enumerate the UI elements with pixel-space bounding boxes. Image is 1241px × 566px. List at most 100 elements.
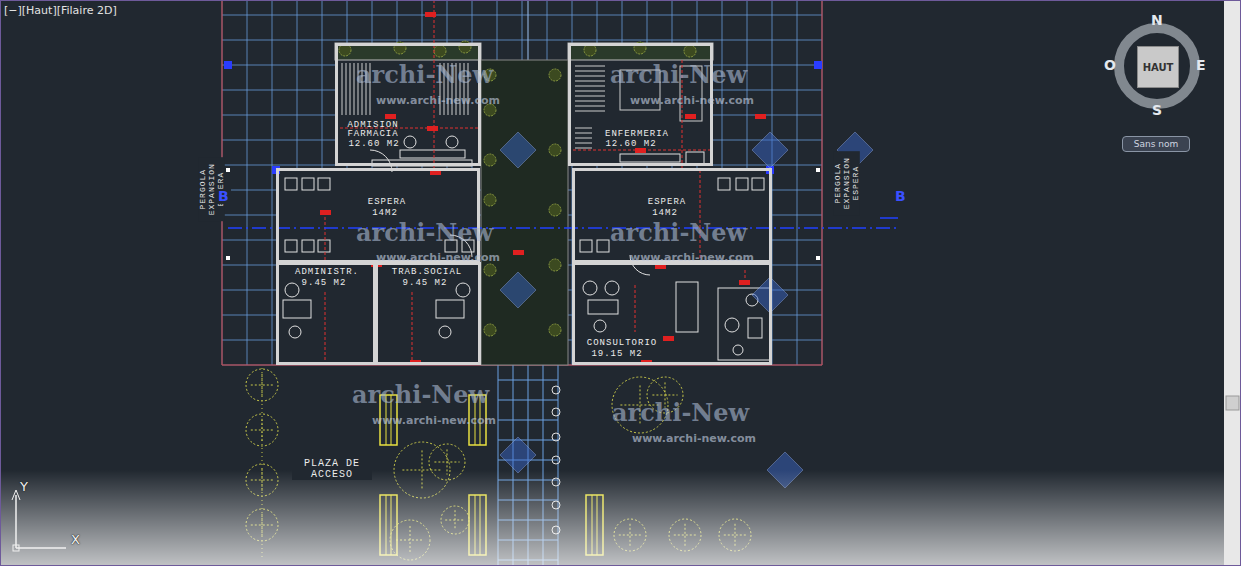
compass-letter: S <box>1152 103 1162 118</box>
bollard <box>552 408 560 416</box>
dimension-marker <box>739 280 750 285</box>
plan-rect <box>285 178 297 190</box>
label-slot: PERGOLA EXPANSION ESPERA <box>834 151 860 215</box>
room-name: TRAB.SOCIAL <box>382 268 472 277</box>
hatch-line <box>575 101 605 102</box>
walkway-line <box>498 380 558 381</box>
hatch-line <box>575 76 605 77</box>
ucs-axis <box>15 495 17 548</box>
viewcube-label: HAUT <box>1143 62 1174 73</box>
room-area: 12.60 M2 <box>601 140 661 149</box>
scrollbar <box>1224 0 1241 566</box>
room-floor <box>375 262 481 365</box>
walkway-line <box>498 440 558 441</box>
plan-rect <box>400 150 465 158</box>
shrub <box>434 45 446 57</box>
watermark-logo <box>500 132 536 168</box>
text-slot: ADMISION FARMACIA <box>340 121 406 139</box>
room-area: 14M2 <box>363 209 407 218</box>
plan-rect <box>748 318 762 338</box>
section-line <box>880 217 898 219</box>
watermark: archi-New <box>612 400 749 426</box>
plan-rect <box>718 178 730 190</box>
shrub <box>684 45 696 57</box>
text-slot: ESPERA <box>635 198 699 207</box>
text-slot: HAUT <box>1143 62 1174 73</box>
grid-line <box>247 0 248 365</box>
label-slot: archi-New <box>612 400 749 426</box>
section-line <box>228 227 898 229</box>
ucs-axis-label: X <box>71 533 80 547</box>
plan-circle <box>404 136 416 148</box>
plan-rect <box>436 300 464 318</box>
plan-circle <box>594 320 606 332</box>
text-slot: 19.15 M2 <box>585 350 649 359</box>
plan-circle <box>439 326 451 338</box>
scroll-thumb <box>1226 396 1239 410</box>
watermark: archi-New <box>356 62 493 88</box>
room-floors <box>276 43 772 365</box>
room-outline: ESPERA 14M2 <box>572 168 772 263</box>
shrub <box>484 324 496 336</box>
tree-branch <box>262 419 263 441</box>
dimension-marks <box>320 0 766 365</box>
shrub <box>484 154 496 166</box>
text-slot: ENFERMERIA <box>597 130 677 139</box>
room-name: ESPERA <box>355 198 419 207</box>
hatch-line <box>354 63 355 115</box>
dimension-line <box>325 292 326 360</box>
dimension-marker <box>320 210 331 215</box>
room-floor <box>276 262 376 365</box>
plan-circle <box>605 281 619 295</box>
label-slot: archi-New <box>356 220 493 246</box>
room-outline: ESPERA 14M2 <box>276 168 480 263</box>
grid-line <box>822 0 823 365</box>
ucs-axis-label: Y <box>20 480 28 494</box>
plan-rect <box>620 154 680 162</box>
hatch-line <box>575 96 605 97</box>
plan-circle <box>733 345 743 355</box>
label-slot: N <box>1151 13 1163 28</box>
area-name: PLAZA DE ACCESO <box>292 458 372 480</box>
grid-line <box>222 15 822 16</box>
viewport-controls: [−][Haut][Filaire 2D] <box>4 5 117 17</box>
plan-rect <box>318 240 330 252</box>
room-floor <box>572 262 772 365</box>
label-slot: archi-New <box>352 382 489 408</box>
plan-circle <box>456 283 470 297</box>
compass-letter: N <box>1151 13 1163 28</box>
label-slot: archi-New <box>610 62 747 88</box>
shrub <box>549 69 561 81</box>
room-outline: TRAB.SOCIAL 9.45 M2 <box>375 262 481 365</box>
text-slot: 14M2 <box>643 209 687 218</box>
label-slot: www.archi-new.com <box>630 252 754 264</box>
dimension-marker <box>755 114 766 119</box>
text-slot: 9.45 M2 <box>394 279 456 288</box>
room-area: 12.60 M2 <box>342 140 406 149</box>
section-line <box>224 61 898 260</box>
compass-letter: O <box>1104 58 1116 73</box>
view-dropdown: Sans nom <box>1122 136 1190 152</box>
limit-line <box>822 0 823 365</box>
plan-rect <box>302 240 314 252</box>
label-slot: B <box>216 189 231 204</box>
label-slot: archi-New <box>356 62 493 88</box>
label-slot: PLAZA DE ACCESO <box>292 458 372 480</box>
room-area: 19.15 M2 <box>585 350 649 359</box>
shrub <box>549 259 561 271</box>
watermark-url: www.archi-new.com <box>632 433 756 445</box>
dimension-marker <box>425 12 436 17</box>
grip-point <box>816 168 820 172</box>
watermark: archi-New <box>352 382 489 408</box>
plan-rect <box>285 240 297 252</box>
viewcube-face: HAUT <box>1137 46 1179 88</box>
room-name: CONSULTORIO <box>578 339 666 348</box>
plan-circle <box>289 326 301 338</box>
watermark: archi-New <box>610 62 747 88</box>
hatch-line <box>346 63 347 115</box>
grid-line <box>222 40 822 41</box>
hatch-line <box>575 111 605 112</box>
watermark-url: www.archi-new.com <box>376 95 500 107</box>
label-slot: O <box>1104 58 1116 73</box>
